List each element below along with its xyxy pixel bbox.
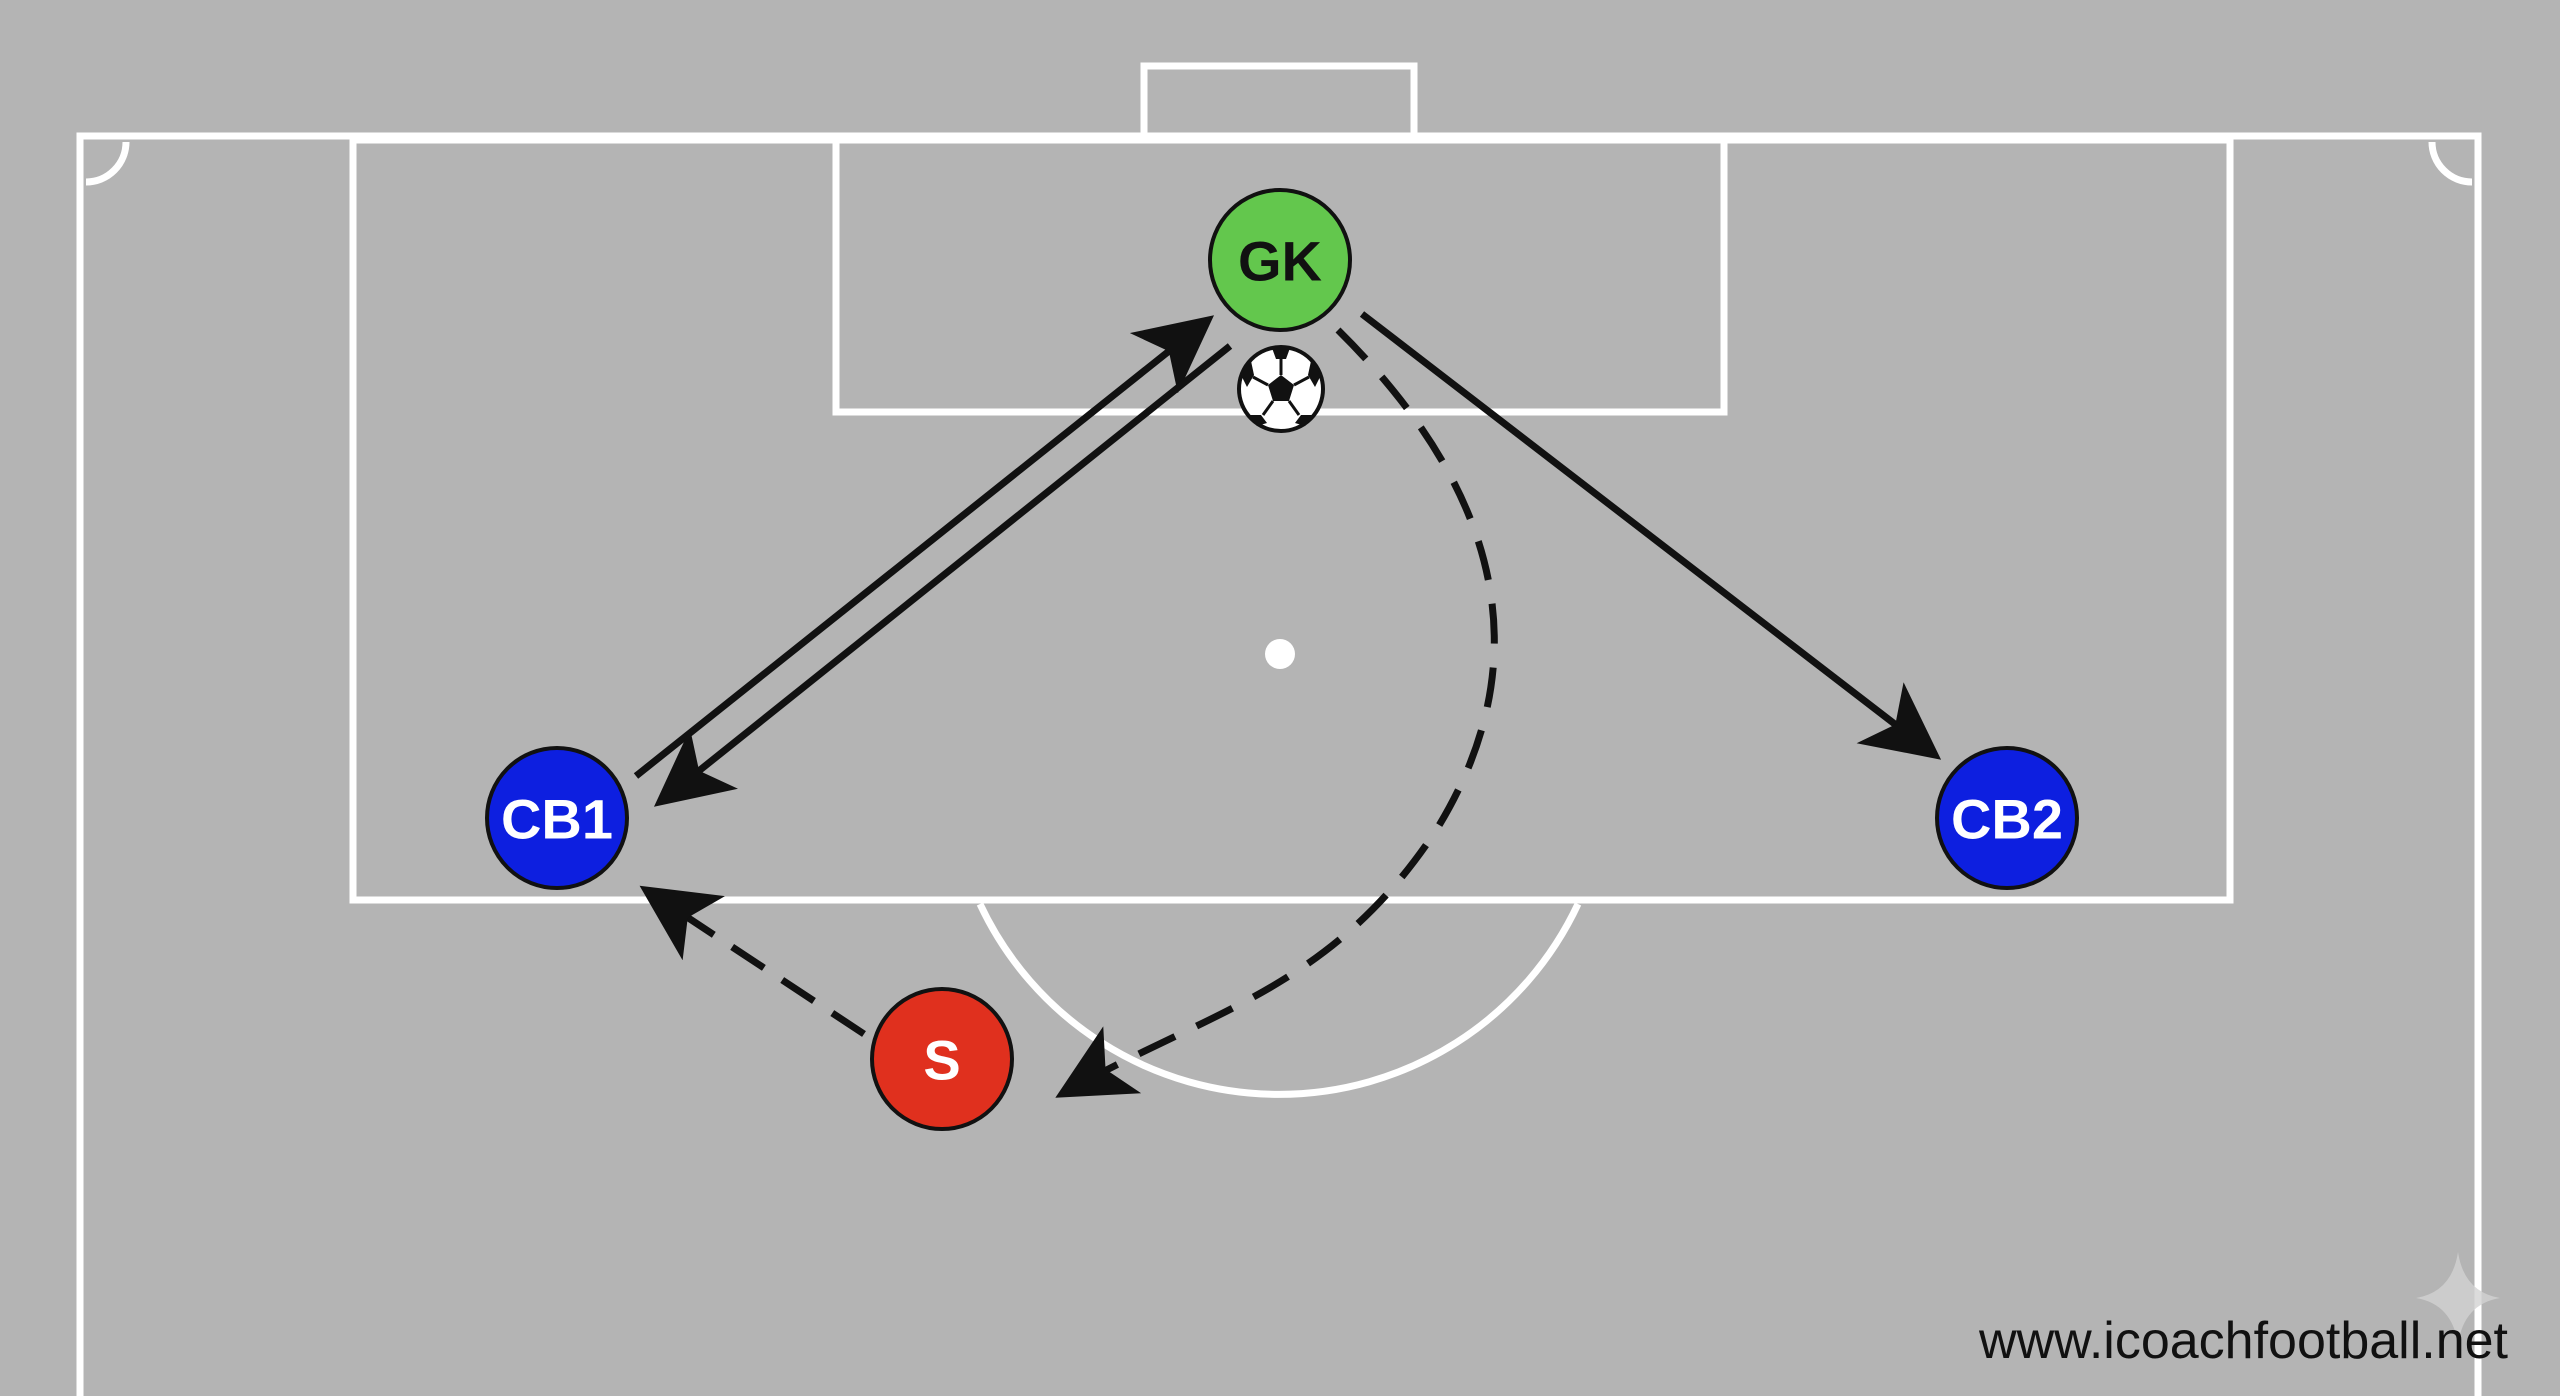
player-cb2: CB2 — [1935, 746, 2079, 890]
player-cb1-label: CB1 — [501, 788, 613, 851]
sparkle-icon — [2416, 1252, 2500, 1344]
pass-arrow-gk-to-cb2 — [1359, 311, 1942, 760]
player-cb2-marker — [1935, 746, 2079, 890]
arrows — [633, 311, 1942, 1098]
outer-boundary — [76, 132, 2482, 1396]
soccer-ball-icon — [1237, 345, 1325, 433]
run-arrow-s-to-cb1 — [639, 885, 866, 1037]
player-cb2-label: CB2 — [1951, 788, 2063, 851]
player-cb1: CB1 — [485, 746, 629, 890]
player-s: S — [870, 987, 1014, 1131]
pitch-markings — [76, 62, 2482, 1396]
player-gk-label: GK — [1238, 230, 1322, 293]
pass-arrow-gk-to-cb1 — [653, 343, 1233, 807]
player-s-marker — [870, 987, 1014, 1131]
penalty-arc — [976, 902, 1582, 1098]
run-arrow-gk-to-s — [1055, 327, 1498, 1098]
player-s-label: S — [923, 1029, 960, 1092]
watermark-text: www.icoachfootball.net — [1978, 1312, 2509, 1370]
player-gk: GK — [1208, 188, 1352, 332]
corner-arc-left — [85, 141, 130, 186]
player-cb1-marker — [485, 746, 629, 890]
player-gk-marker — [1208, 188, 1352, 332]
goal — [1140, 62, 1418, 133]
penalty-spot — [1265, 639, 1295, 669]
pass-arrow-cb1-to-gk — [633, 315, 1215, 779]
corner-arc-right — [2428, 141, 2473, 186]
